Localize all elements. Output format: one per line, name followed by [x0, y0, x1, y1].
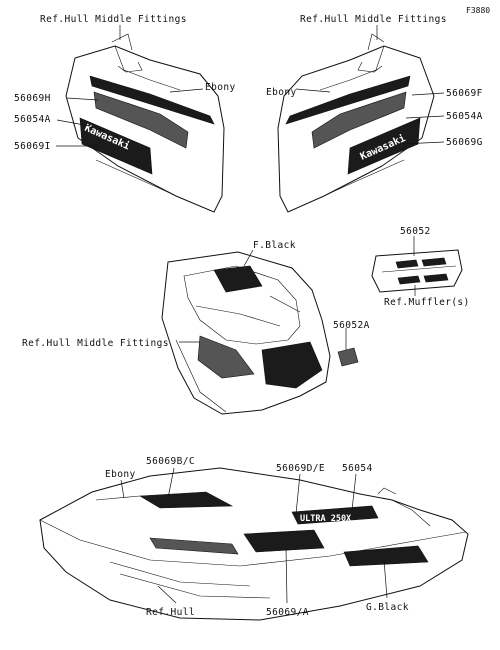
part-56069de-label: 56069D/E — [276, 463, 325, 474]
leader-lines — [56, 25, 445, 604]
ref-hull-middle-fittings-right-label: Ref.Hull Middle Fittings — [300, 14, 447, 25]
ref-muffler-label: Ref.Muffler(s) — [384, 297, 470, 308]
ebony-left-panel-label: Ebony — [205, 82, 236, 93]
part-56069bc-label: 56069B/C — [146, 456, 195, 467]
part-56069a-label: 56069/A — [266, 607, 309, 618]
part-56069f-label: 56069F — [446, 88, 483, 99]
part-56052-label: 56052 — [400, 226, 431, 237]
part-56054a-right-label: 56054A — [446, 111, 483, 122]
right-side-panel: Kawasaki — [277, 33, 435, 213]
part-56054-label: 56054 — [342, 463, 373, 474]
f-black-label: F.Black — [253, 240, 296, 251]
part-56054a-left-label: 56054A — [14, 114, 51, 125]
part-56069h-label: 56069H — [14, 93, 51, 104]
g-black-label: G.Black — [366, 602, 409, 613]
small-emblem-part — [337, 347, 359, 367]
ultra-250x-decal: ULTRA 250X — [300, 514, 351, 524]
ref-hull-middle-fittings-left-label: Ref.Hull Middle Fittings — [40, 14, 187, 25]
ref-hull-middle-fittings-center-label: Ref.Hull Middle Fittings — [22, 338, 169, 349]
hull-part: ULTRA 250X — [39, 467, 469, 621]
figure-code: F3880 — [466, 6, 490, 15]
ebony-hull-label: Ebony — [105, 469, 136, 480]
part-56052a-label: 56052A — [333, 320, 370, 331]
muffler-decal-part — [371, 249, 463, 293]
part-56069g-label: 56069G — [446, 137, 483, 148]
part-56069i-label: 56069I — [14, 141, 51, 152]
center-deck-part — [161, 251, 331, 415]
left-side-panel: Kawasaki — [65, 33, 225, 213]
ebony-right-panel-label: Ebony — [266, 87, 297, 98]
ref-hull-label: Ref.Hull — [146, 607, 195, 618]
